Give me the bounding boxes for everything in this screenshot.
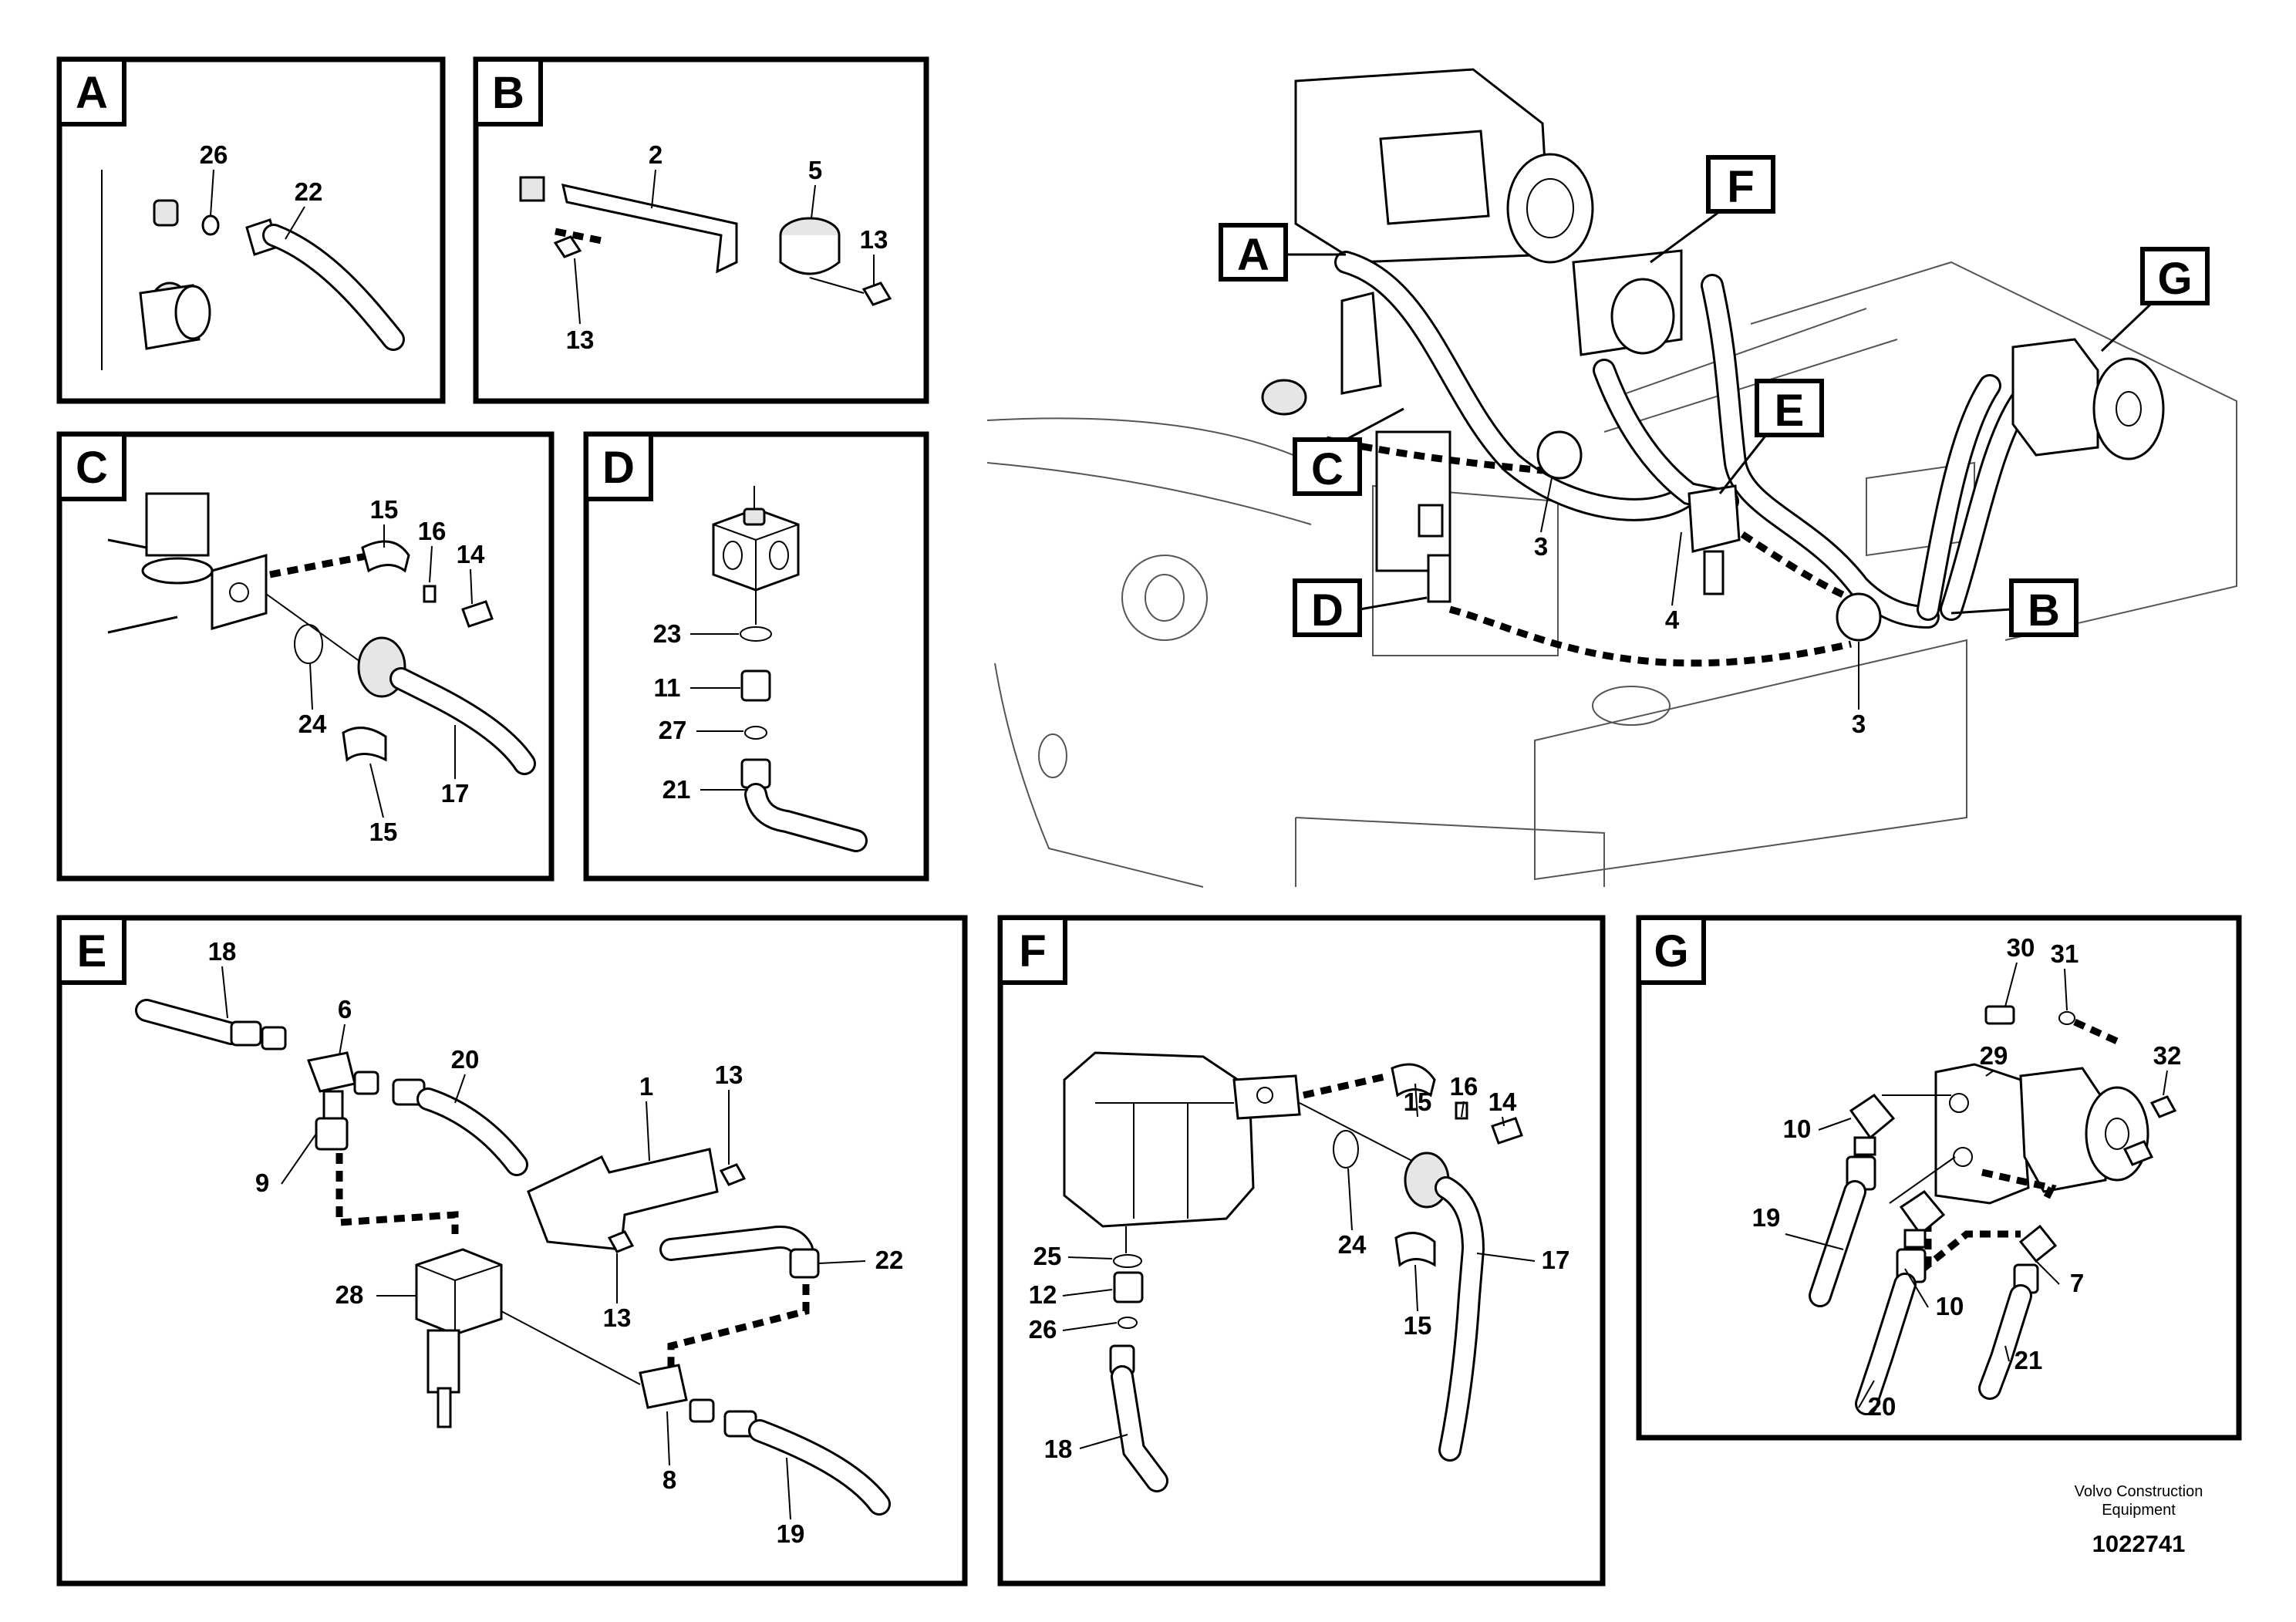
callout-29: 29 (1980, 1041, 2008, 1070)
callout-26: 26 (200, 140, 228, 169)
panel-e-tag: E (77, 926, 107, 976)
callout-27: 27 (659, 716, 687, 744)
callout-12: 12 (1029, 1280, 1057, 1309)
panel-c: C 15 16 14 24 17 15 (56, 431, 555, 882)
panel-b: B 2 5 13 13 (473, 56, 929, 404)
credit-line-1: Volvo Construction (2075, 1483, 2203, 1500)
callout-15-bottom: 15 (369, 818, 398, 846)
overview-callout-g: G (2157, 254, 2192, 304)
callout-20: 20 (451, 1045, 480, 1074)
callout-13-right: 13 (860, 225, 888, 254)
callout-8: 8 (663, 1465, 676, 1494)
callout-18: 18 (1044, 1435, 1073, 1463)
overview-callout-e: E (1775, 386, 1805, 436)
callout-6: 6 (338, 995, 352, 1023)
callout-24: 24 (1338, 1230, 1367, 1259)
panel-a: A 26 22 (56, 56, 446, 404)
callout-13-top: 13 (715, 1061, 743, 1089)
callout-30: 30 (2007, 933, 2035, 962)
callout-22: 22 (875, 1246, 904, 1274)
callout-13-bottom: 13 (603, 1303, 632, 1332)
overview-callout-d: D (1311, 585, 1344, 636)
credit-line-2: Equipment (2102, 1502, 2176, 1519)
document-number: 1022741 (2092, 1530, 2186, 1557)
callout-10-top: 10 (1783, 1114, 1812, 1143)
callout-25: 25 (1033, 1242, 1062, 1270)
callout-19: 19 (777, 1519, 805, 1548)
panel-g-tag: G (1654, 926, 1688, 976)
callout-17: 17 (441, 779, 470, 808)
callout-26: 26 (1029, 1315, 1057, 1344)
panel-d-tag: D (602, 443, 635, 493)
overview-callout-c: C (1311, 444, 1344, 494)
overview-callout-b: B (2028, 585, 2060, 636)
panel-d: D 23 11 27 21 (583, 431, 929, 882)
callout-15-bottom: 15 (1404, 1311, 1432, 1340)
callout-1: 1 (639, 1072, 653, 1101)
callout-9: 9 (255, 1168, 269, 1197)
overview-callout-a: A (1237, 230, 1269, 280)
callout-21: 21 (2014, 1346, 2043, 1374)
callout-20: 20 (1868, 1392, 1896, 1421)
callout-31: 31 (2051, 939, 2079, 968)
footer: Volvo Construction Equipment 1022741 (2075, 1483, 2203, 1557)
panel-f: F 15 16 14 25 24 17 12 26 (997, 915, 1606, 1587)
panel-a-tag: A (76, 68, 108, 118)
callout-14: 14 (1489, 1088, 1517, 1116)
callout-24: 24 (298, 710, 327, 738)
callout-7: 7 (2070, 1269, 2084, 1297)
callout-21: 21 (663, 775, 691, 804)
callout-15-top: 15 (370, 495, 399, 524)
overview-label-3-bottom: 3 (1852, 710, 1866, 738)
overview-callout-f: F (1727, 162, 1754, 212)
callout-17: 17 (1542, 1246, 1570, 1274)
overview-label-3-top: 3 (1534, 532, 1548, 561)
callout-19: 19 (1752, 1203, 1781, 1232)
callout-16: 16 (1450, 1072, 1478, 1101)
callout-32: 32 (2153, 1041, 2182, 1070)
callout-18: 18 (208, 937, 237, 966)
panel-b-tag: B (492, 68, 524, 118)
callout-28: 28 (335, 1280, 364, 1309)
panel-g: G 30 31 29 32 1 (1636, 915, 2242, 1441)
panel-e: E 18 6 20 1 13 (56, 915, 968, 1587)
panel-c-tag: C (76, 443, 108, 493)
callout-22: 22 (295, 177, 323, 206)
callout-13-bottom: 13 (566, 325, 595, 354)
callout-11: 11 (654, 673, 681, 702)
overview-label-4: 4 (1665, 605, 1680, 634)
callout-14: 14 (457, 540, 485, 568)
panel-f-tag: F (1019, 926, 1046, 976)
callout-5: 5 (808, 156, 822, 184)
callout-16: 16 (418, 517, 447, 545)
callout-10-bottom: 10 (1936, 1292, 1964, 1320)
callout-2: 2 (649, 140, 663, 169)
callout-23: 23 (653, 619, 682, 648)
overview-machine: A F G C E D B 3 4 3 (986, 68, 2237, 888)
